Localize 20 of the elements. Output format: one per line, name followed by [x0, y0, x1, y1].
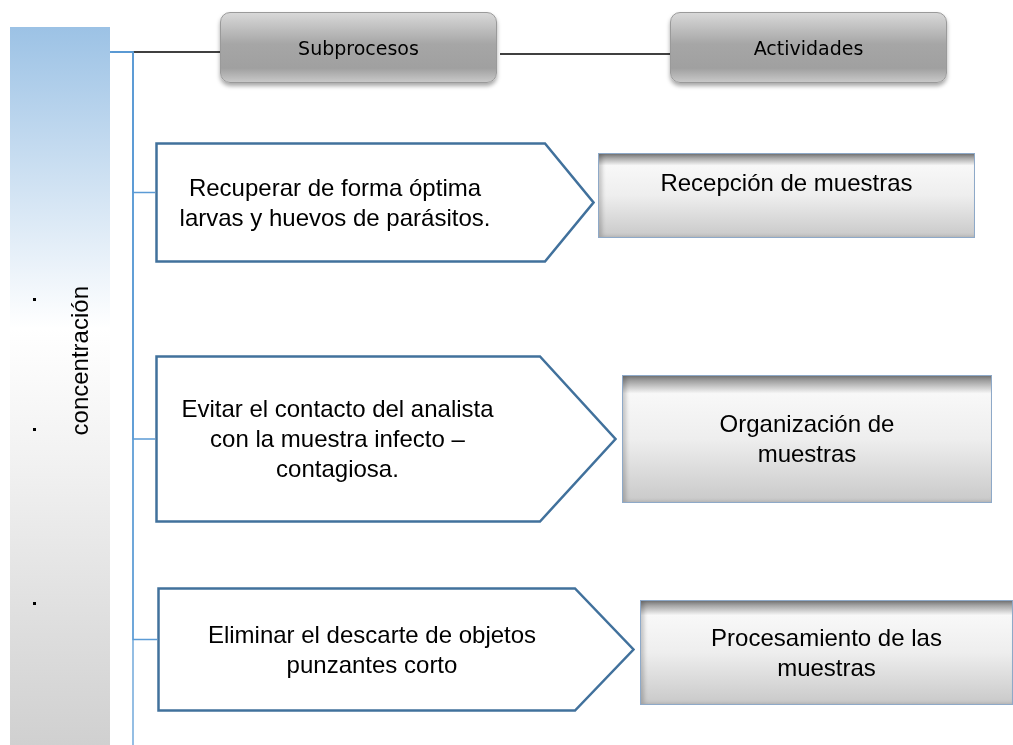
activity-box [640, 600, 1013, 705]
header-box [220, 12, 497, 83]
activity-text: Recepción de muestras [659, 168, 914, 198]
activity-box [622, 375, 992, 503]
activity-text: Procesamiento de las muestras [710, 622, 943, 683]
subprocess-text: Recuperar de forma óptima larvas y huevos de parásitos. [178, 172, 492, 233]
subprocess-text: Eliminar el descarte de objetos punzantes corto [206, 619, 538, 680]
vertical-banner [10, 27, 110, 745]
header-box [670, 12, 947, 83]
header-label: Actividades [753, 36, 864, 59]
pentagon-arrow-box [155, 355, 617, 523]
activity-box [598, 153, 975, 238]
pentagon-arrow-box [157, 587, 635, 712]
banner-title: concentración [66, 286, 94, 436]
header-label: Subprocesos [298, 36, 419, 59]
subprocess-text: Evitar el contacto del analista con la muestra infecto – contagiosa. [180, 394, 495, 484]
connector-line [499, 53, 671, 55]
connector-line [109, 51, 158, 641]
pentagon-arrow-box [155, 142, 595, 263]
activity-text: Organización de muestras [718, 409, 896, 469]
